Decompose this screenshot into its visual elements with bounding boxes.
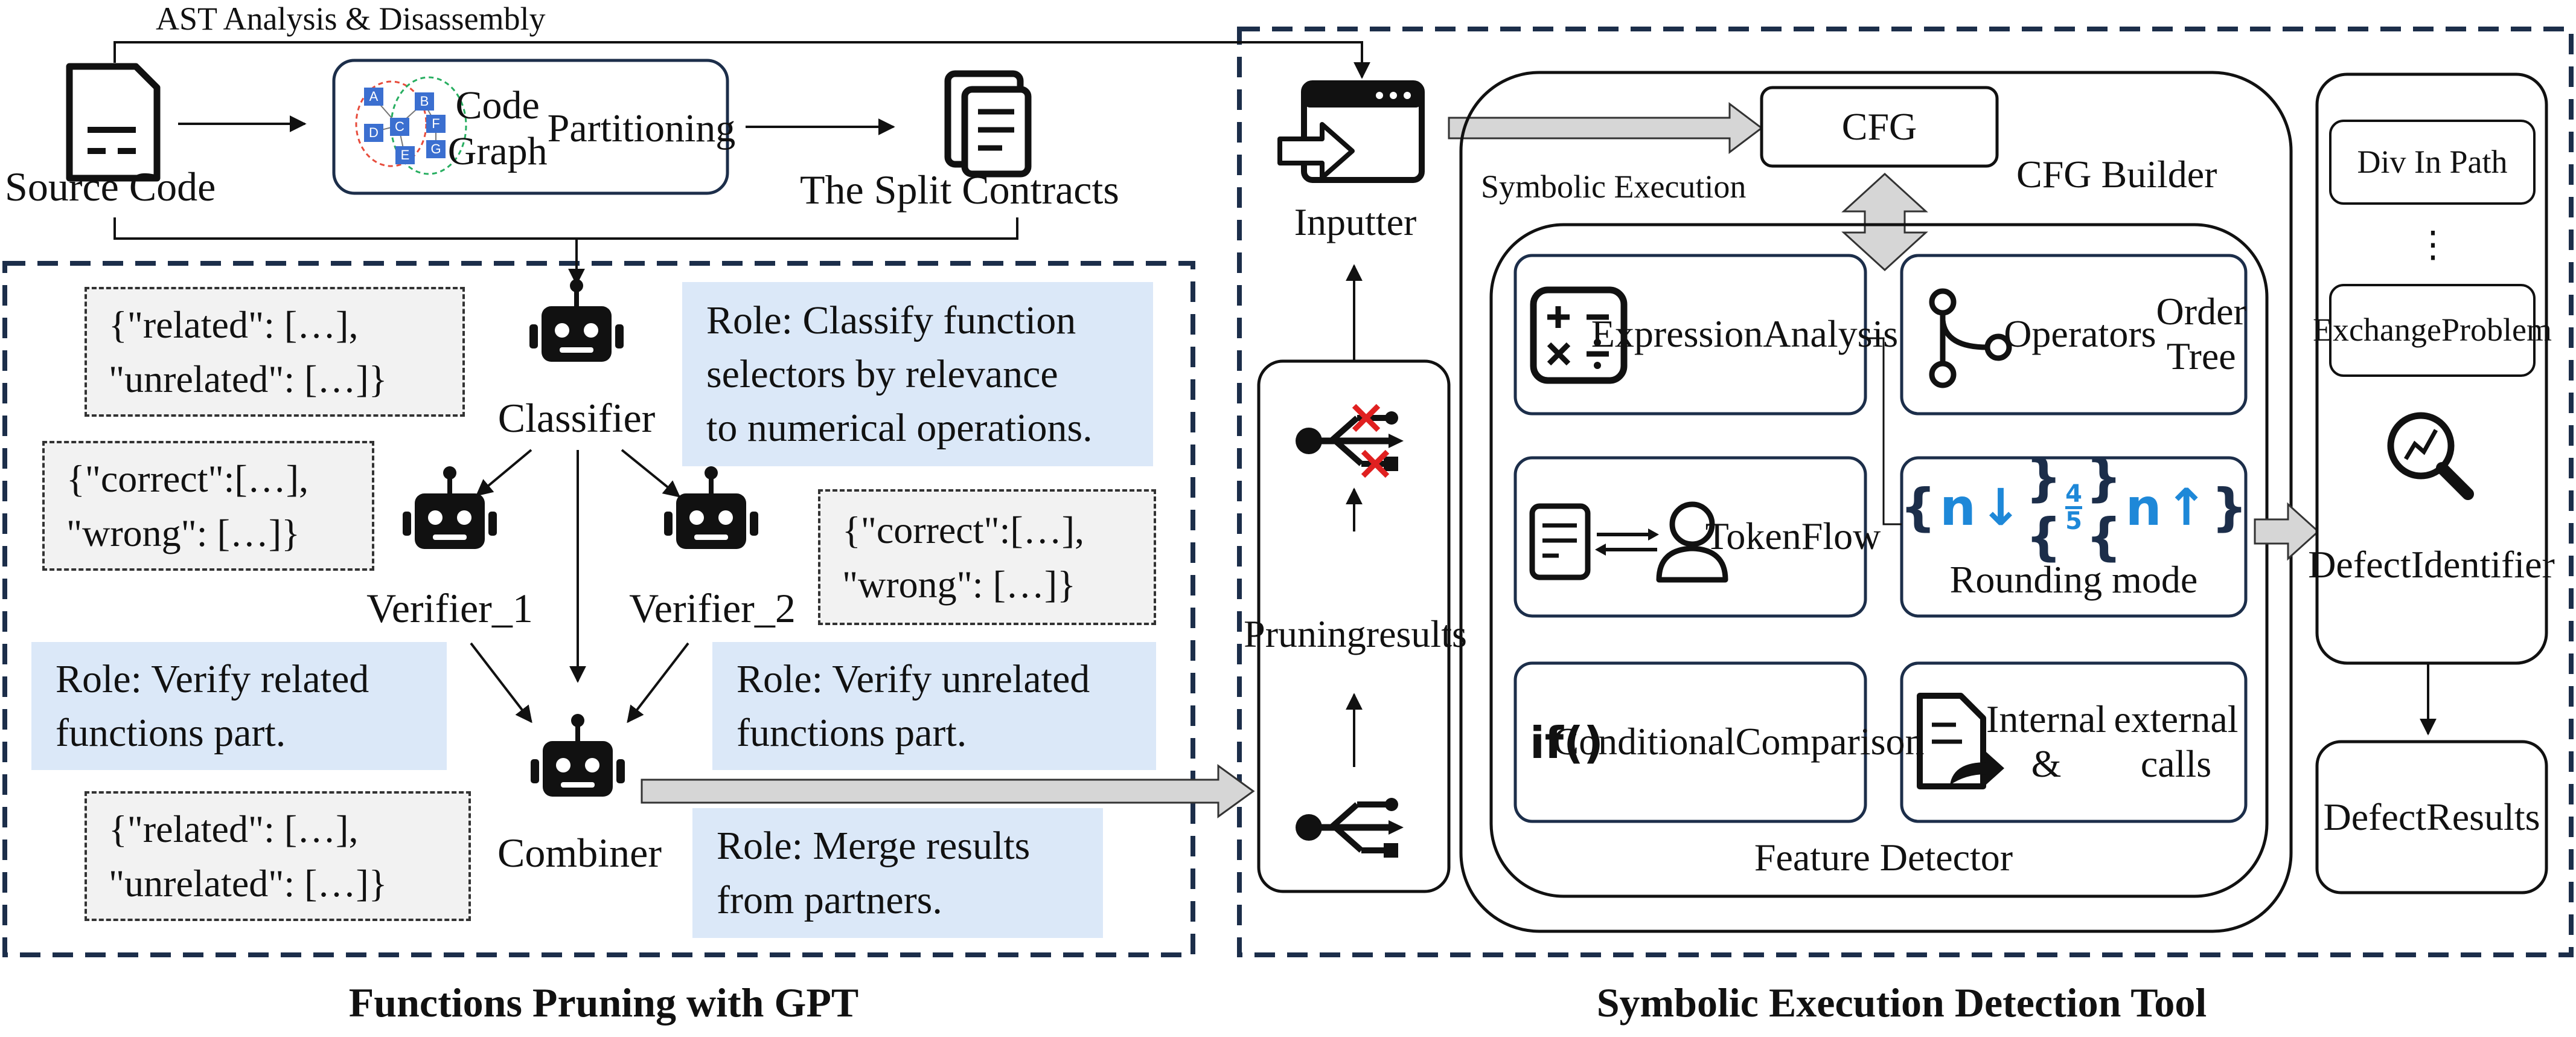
conditional-box [1513,661,1867,823]
classifier-label: Classifier [497,395,656,441]
combiner-robot-icon [531,714,625,797]
rounding-box [1900,456,2248,618]
source-code-label: Source Code [5,164,216,210]
code-graph-label: Code Graph Partitioning [447,83,736,173]
classifier-to-verifier1-arrow [475,449,532,496]
graph-node-c: C [390,118,409,136]
verifier1-robot-icon [403,466,497,549]
calculator-icon [1530,286,1628,384]
feature-detector-label: Feature Detector [1754,836,2013,879]
ast-analysis-label: AST Analysis & Disassembly [156,1,546,37]
json-correct-1: {"correct":[…],"wrong": […]} [42,441,374,571]
pruning-results-label: Pruning results [1244,612,1467,656]
magnifier-icon [2387,412,2474,500]
graph-node-d: D [364,124,383,142]
calls-label: Internal & external calls [1986,698,2239,785]
graph-node-e: E [395,146,415,164]
operators-label: Operators Order Tree [2004,290,2246,377]
conditional-if-icon: if() [1530,718,1603,768]
operators-box [1900,254,2248,416]
graph-node-f: F [426,115,446,133]
div-in-path-label: Div In Path [2357,144,2508,181]
verifier2-label: Verifier_2 [629,585,796,632]
combiner-label: Combiner [497,830,662,876]
usb-icon [1296,798,1404,858]
detector-to-identifier-arrow [2254,502,2320,561]
inputter-label: Inputter [1294,200,1417,243]
pruning-section-frame [2,261,1195,957]
exchange-problem-label: Exchange Problem [2313,312,2552,348]
expression-rounding-connector [1865,337,1902,525]
inputter-to-cfg-arrow [1448,101,1763,155]
classifier-robot-icon [529,279,624,362]
cfg-builder-container [1459,71,2293,933]
file-export-icon [1917,693,2004,789]
token-label: Token Flow [1705,515,1881,558]
conditional-label: Conditional Comparison [1553,720,1925,763]
split-contracts-icon [944,70,1032,178]
cfg-builder-label: CFG Builder [2016,153,2217,196]
verifier1-label: Verifier_1 [366,585,533,632]
verifier2-robot-icon [664,466,758,549]
exchange-problem-box [2329,284,2536,377]
json-related-1: {"related": […],"unrelated": […]} [85,287,465,417]
json-correct-2: {"correct":[…],"wrong": […]} [818,489,1156,625]
branch-tree-icon [1929,288,2012,388]
pruned-usb-icon [1296,403,1404,478]
tool-section-frame [1237,27,2574,957]
merge-bracket-line [113,217,1018,240]
rounding-label: Rounding mode [1949,558,2198,602]
symbolic-execution-label: Symbolic Execution [1481,169,1747,205]
tool-section-title: Symbolic Execution Detection Tool [1596,979,2207,1026]
inputter-icon [1277,80,1425,183]
feature-detector-container [1489,223,2269,898]
defect-identifier-label: Defect Identifier [2308,543,2555,586]
defect-results-label: Defect Results [2323,795,2540,839]
graph-node-b: B [415,92,434,111]
classifier-to-verifier2-arrow [621,449,681,498]
split-contracts-label: The Split Contracts [800,167,1119,213]
combiner-to-tool-arrow [641,764,1255,818]
json-related-2: {"related": […],"unrelated": […]} [85,791,471,921]
cfg-label: CFG [1841,105,1917,149]
verifier2-to-combiner-arrow [627,642,689,724]
cfg-feature-double-arrow [1841,172,1928,272]
verifier1-to-combiner-arrow [470,642,532,724]
graph-node-a: A [364,88,383,106]
pruning-section-title: Functions Pruning with GPT [348,979,859,1026]
cfg-box [1760,86,1999,168]
div-in-path-box [2329,120,2536,205]
ellipsis-dots: ⋮ [2415,224,2451,265]
source-code-icon [66,63,161,182]
defect-results-box [2315,740,2548,894]
expression-label: Expression Analysis [1591,312,1899,356]
token-flow-icon [1529,501,1728,583]
graph-node-g: G [426,140,446,158]
ast-analysis-line [113,41,1370,79]
